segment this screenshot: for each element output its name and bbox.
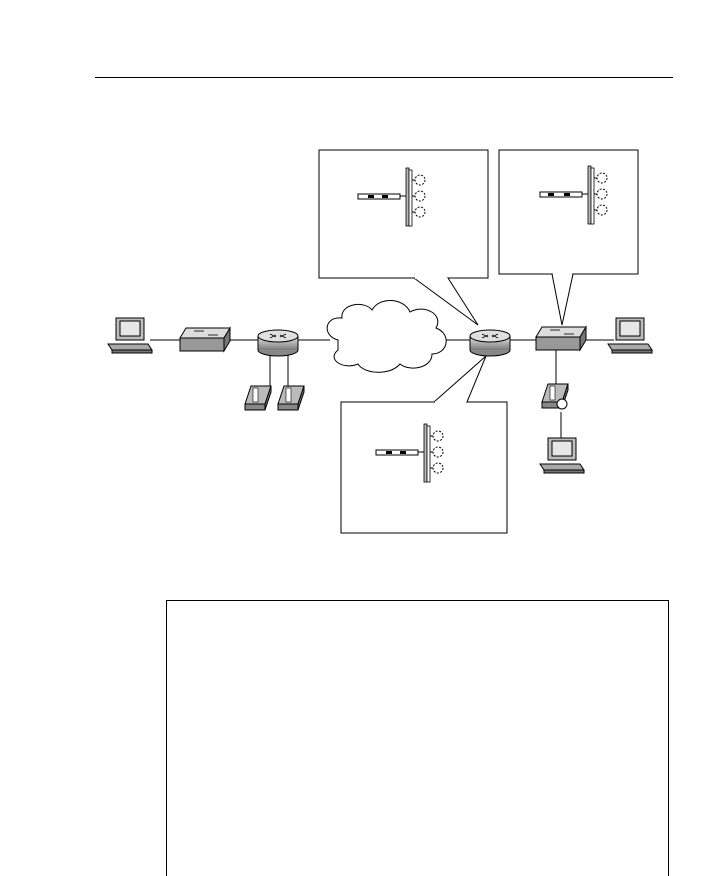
- links: [150, 339, 614, 438]
- router-icon: [257, 329, 299, 357]
- callout-router-in: [340, 355, 508, 534]
- pc-icon: [107, 317, 153, 354]
- queue-diagram-icon: [539, 165, 608, 225]
- queue-diagram-icon: [357, 167, 426, 227]
- ip-phone-icon: [541, 383, 569, 410]
- header-rule: [95, 77, 673, 78]
- switch-icon: [179, 326, 231, 353]
- lower-frame: [166, 600, 669, 876]
- pc-icon: [539, 437, 585, 474]
- queue-diagram-icon: [375, 423, 444, 483]
- ip-phone-icon: [244, 385, 272, 411]
- ip-phone-icon: [277, 385, 305, 411]
- router-icon: [469, 329, 511, 357]
- switch-icon: [535, 325, 587, 352]
- pc-icon: [607, 317, 653, 354]
- callout-router-out: [318, 149, 489, 326]
- callout-switch-out: [498, 149, 639, 326]
- cloud-icon: [326, 300, 447, 373]
